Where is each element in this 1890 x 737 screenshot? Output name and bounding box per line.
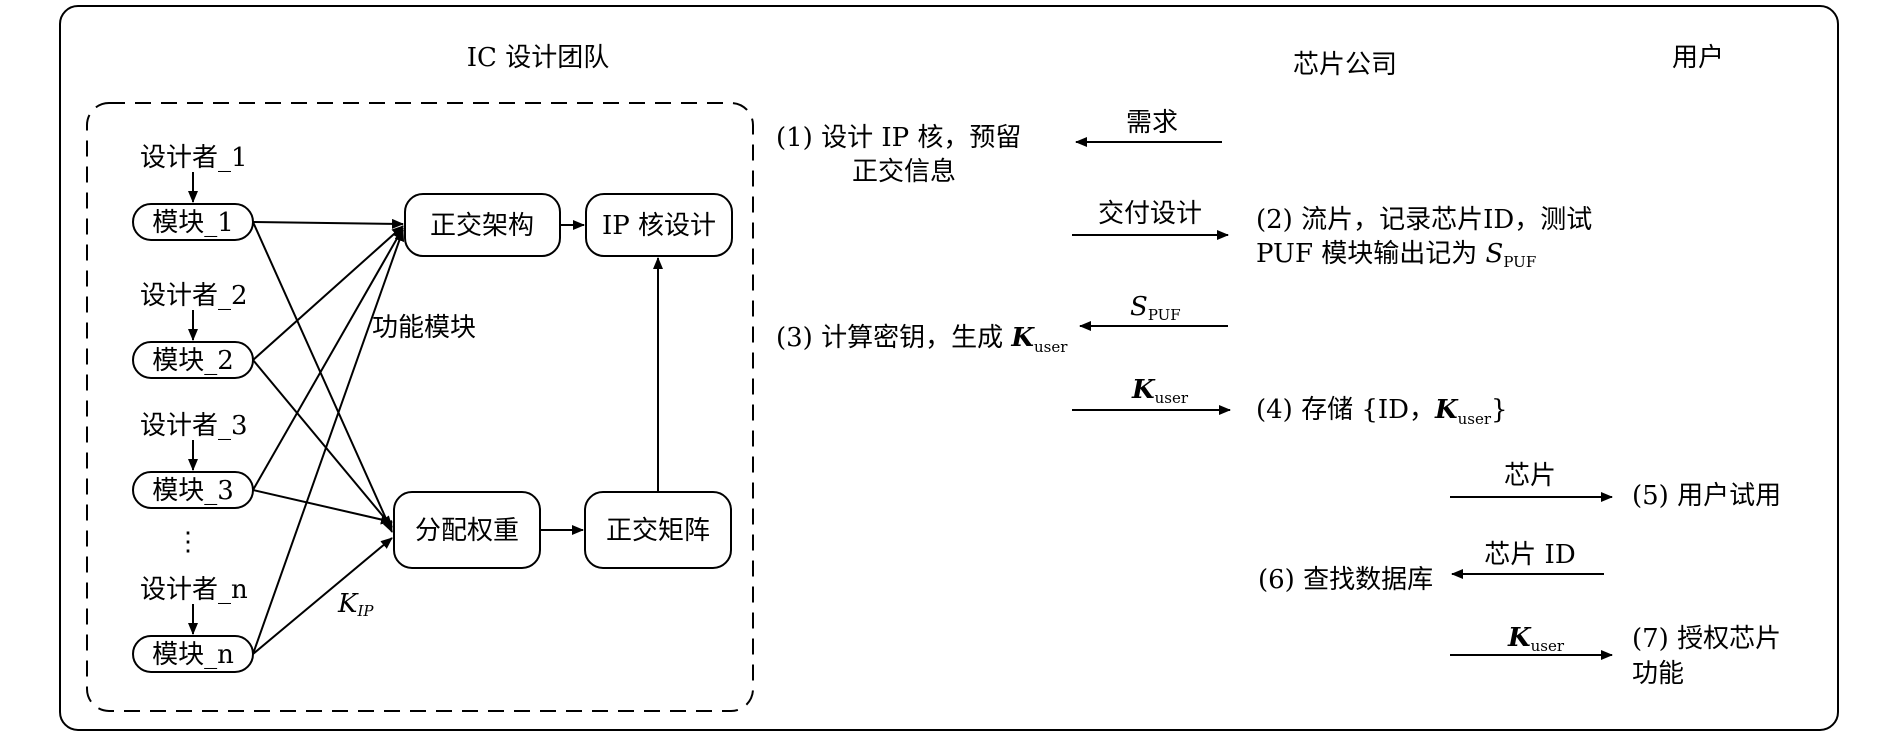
user-header: 用户 [1672, 43, 1724, 73]
orthogonal-arch-label: 正交架构 [430, 211, 534, 241]
ip-core-design-label: IP 核设计 [602, 211, 716, 241]
designer-label: 设计者_2 [140, 281, 248, 311]
designer-label: 设计者_3 [140, 411, 248, 441]
ellipsis: ⋮ [175, 527, 201, 557]
ic-team-header: IC 设计团队 [467, 43, 609, 73]
step-6-text: (6) 查找数据库 [1258, 565, 1433, 595]
step-7-line-2: 功能 [1632, 659, 1684, 689]
module-label: 模块_2 [152, 346, 234, 376]
module-connections [252, 218, 405, 655]
step-2-line-2: PUF 模块输出记为 SPUF [1256, 239, 1536, 271]
weight-alloc-label: 分配权重 [415, 516, 519, 546]
k-ip-label: KIP [337, 589, 374, 620]
designer-label: 设计者_1 [140, 143, 248, 173]
step-1-line-1: (1) 设计 IP 核，预留 [776, 123, 1021, 153]
module-label: 模块_3 [152, 476, 234, 506]
deliver-design-label: 交付设计 [1098, 199, 1202, 229]
step-5-text: (5) 用户试用 [1632, 481, 1781, 511]
kuser-auth-label: Kuser [1507, 623, 1565, 655]
step-1-line-2: 正交信息 [852, 157, 956, 187]
chip-company-header: 芯片公司 [1293, 50, 1397, 80]
ic-team-region [86, 102, 754, 712]
step-2-line-1: (2) 流片，记录芯片ID，测试 [1256, 205, 1592, 235]
kuser-arrow-label: Kuser [1131, 375, 1189, 407]
functional-module-label: 功能模块 [372, 313, 476, 343]
ip-core-design-box [585, 193, 733, 257]
demand-label: 需求 [1126, 108, 1178, 138]
step-4-text: (4) 存储 {ID，Kuser} [1256, 395, 1508, 428]
orthogonal-matrix-label: 正交矩阵 [606, 516, 710, 546]
chip-id-arrow-label: 芯片 ID [1484, 540, 1575, 570]
outer-frame [59, 5, 1839, 731]
step-3-text: (3) 计算密钥，生成 Kuser [776, 323, 1068, 356]
module-label: 模块_1 [152, 208, 234, 238]
module-label: 模块_n [152, 640, 234, 670]
spuf-label: SPUF [1130, 292, 1181, 324]
chip-arrow-label: 芯片 [1504, 461, 1556, 491]
designer-label: 设计者_n [140, 575, 248, 605]
step-7-line-1: (7) 授权芯片 [1632, 624, 1781, 654]
